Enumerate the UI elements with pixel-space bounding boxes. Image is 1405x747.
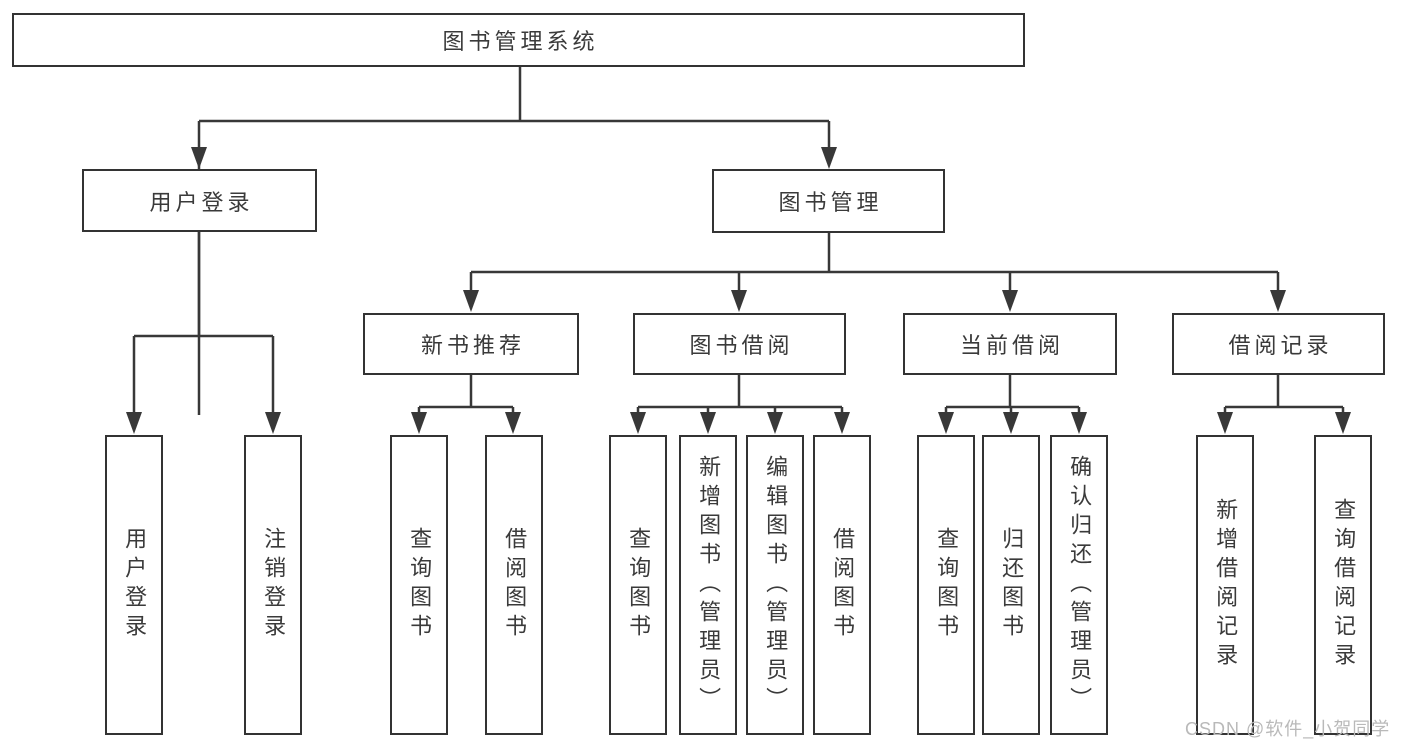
leaf-label: 借阅图书 — [830, 527, 856, 643]
leaf-return-books: 归还图书 — [982, 435, 1040, 735]
leaf-user-login: 用户登录 — [105, 435, 163, 735]
node-label: 图书管理 — [778, 190, 883, 215]
node-book-management: 图书管理 — [712, 169, 945, 233]
leaf-label: 归还图书 — [999, 527, 1025, 643]
node-library-management-system: 图书管理系统 — [12, 13, 1025, 67]
node-label: 用户登录 — [149, 189, 254, 215]
connector-newbook-to-leaves — [417, 375, 515, 415]
leaf-label: 确认归还（管理员） — [1067, 454, 1093, 716]
leaf-edit-books-admin: 编辑图书（管理员） — [746, 435, 804, 735]
connector-records-to-leaves — [1223, 375, 1345, 415]
leaf-query-books-borrowing: 查询图书 — [609, 435, 667, 735]
leaf-label: 查询图书 — [934, 527, 960, 643]
leaf-add-borrow-record: 新增借阅记录 — [1196, 435, 1254, 735]
node-borrowing-records: 借阅记录 — [1172, 313, 1385, 375]
leaf-logout: 注销登录 — [244, 435, 302, 735]
leaf-label: 借阅图书 — [502, 527, 528, 643]
leaf-label: 查询借阅记录 — [1331, 498, 1357, 672]
leaf-label: 注销登录 — [261, 527, 287, 643]
leaf-add-books-admin: 新增图书（管理员） — [679, 435, 737, 735]
leaf-query-books-current: 查询图书 — [917, 435, 975, 735]
node-label: 图书借阅 — [689, 333, 794, 358]
node-label: 借阅记录 — [1228, 333, 1333, 358]
node-current-borrowing: 当前借阅 — [903, 313, 1117, 375]
node-label: 新书推荐 — [420, 333, 525, 358]
connector-borrow-to-leaves — [636, 375, 844, 415]
leaf-label: 查询图书 — [626, 527, 652, 643]
leaf-borrow-books: 借阅图书 — [813, 435, 871, 735]
leaf-confirm-return-admin: 确认归还（管理员） — [1050, 435, 1108, 735]
leaf-query-borrow-record: 查询借阅记录 — [1314, 435, 1372, 735]
node-label: 图书管理系统 — [442, 29, 599, 54]
leaf-borrow-books-recommendation: 借阅图书 — [485, 435, 543, 735]
node-label: 当前借阅 — [959, 333, 1064, 358]
leaf-label: 查询图书 — [407, 527, 433, 643]
node-user-login: 用户登录 — [82, 169, 317, 232]
csdn-watermark: CSDN @软件_小贺同学 — [1185, 719, 1391, 739]
node-new-book-recommendation: 新书推荐 — [363, 313, 579, 375]
arrowheads — [126, 147, 1351, 434]
node-book-borrowing: 图书借阅 — [633, 313, 846, 375]
leaf-label: 编辑图书（管理员） — [763, 454, 789, 716]
connector-root-to-level2 — [197, 67, 831, 415]
leaf-query-books-recommendation: 查询图书 — [390, 435, 448, 735]
connector-mgmt-to-level3 — [469, 233, 1280, 293]
leaf-label: 用户登录 — [122, 527, 148, 643]
connector-login-to-leaves — [132, 232, 275, 415]
leaf-label: 新增图书（管理员） — [696, 454, 722, 716]
connector-current-to-leaves — [944, 375, 1081, 415]
leaf-label: 新增借阅记录 — [1213, 498, 1239, 672]
